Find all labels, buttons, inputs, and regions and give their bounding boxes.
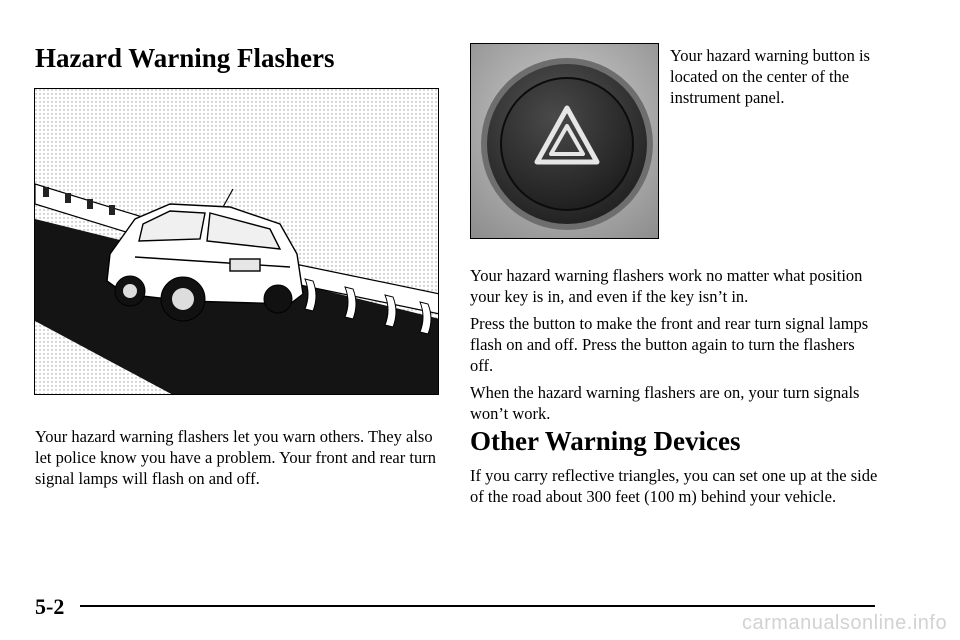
hazard-button-caption: Your hazard warning button is located on…: [670, 46, 870, 107]
section-heading-hazard-flashers: Hazard Warning Flashers: [35, 43, 335, 73]
car-roadside-illustration: [34, 88, 439, 395]
footer-rule: [80, 605, 875, 607]
watermark-text: carmanualsonline.info: [742, 612, 948, 634]
hazard-flashers-intro-paragraph: Your hazard warning flashers let you war…: [35, 427, 436, 488]
section-heading-other-warning-devices: Other Warning Devices: [470, 426, 741, 456]
flashers-key-paragraph: Your hazard warning flashers work no mat…: [470, 266, 863, 306]
hazard-button-photo: [470, 43, 659, 239]
reflective-triangles-paragraph: If you carry reflective triangles, you c…: [470, 466, 878, 506]
press-button-paragraph: Press the button to make the front and r…: [470, 314, 869, 375]
page-number: 5-2: [35, 594, 65, 619]
turn-signals-paragraph: When the hazard warning flashers are on,…: [470, 383, 860, 423]
